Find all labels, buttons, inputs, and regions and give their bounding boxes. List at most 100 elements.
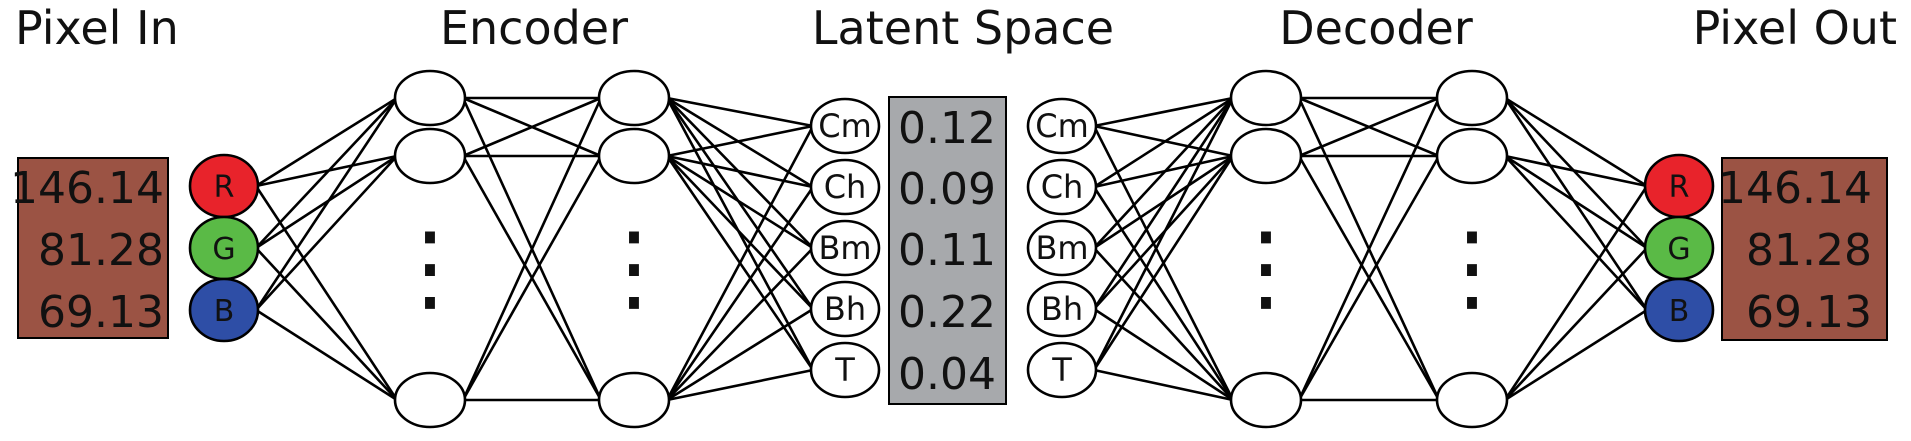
encoder-layer1-node <box>393 371 467 429</box>
network-edge <box>462 96 602 158</box>
network-edge <box>1504 155 1648 311</box>
decoder-layer1-node <box>1229 371 1303 429</box>
network-edge <box>1297 97 1441 401</box>
network-edge <box>666 96 814 128</box>
latent-decoder-cm-label: Cm <box>1035 107 1089 145</box>
encoder-layer2-node <box>597 127 671 185</box>
decoder-layer2-node <box>1435 371 1509 429</box>
latent-encoder-bm-node <box>809 219 881 277</box>
network-edge <box>461 155 603 401</box>
network-edge <box>1298 96 1440 158</box>
latent-encoder-bh-label: Bh <box>824 290 866 328</box>
pixel-in-value-b: 69.13 <box>38 287 164 338</box>
pixel-in-box <box>17 157 169 339</box>
encoder-layer1-ellipsis: ⋮ <box>382 211 478 323</box>
input-b-node <box>188 277 260 343</box>
network-edge <box>1092 97 1235 310</box>
latent-encoder-bh-node <box>809 280 881 338</box>
network-edge <box>255 308 398 402</box>
pixel-out-value-r: 146.14 <box>1718 163 1872 214</box>
latent-value-bm: 0.11 <box>898 225 996 276</box>
latent-value-bh: 0.22 <box>898 287 996 338</box>
latent-space-title: Latent Space <box>812 1 1114 55</box>
latent-value-ch: 0.09 <box>898 164 996 215</box>
network-edge <box>1093 368 1234 402</box>
network-edge <box>666 247 814 401</box>
latent-encoder-ch-node <box>809 158 881 216</box>
latent-decoder-bm-label: Bm <box>1035 229 1088 267</box>
pixel-out-value-b: 69.13 <box>1746 287 1872 338</box>
network-edges <box>254 96 1649 402</box>
latent-encoder-cm-node <box>809 97 881 155</box>
network-edge <box>1092 186 1235 401</box>
network-edge <box>1297 155 1441 401</box>
decoder-layer1-node <box>1229 127 1303 185</box>
network-edge <box>255 154 398 188</box>
network-edge <box>1503 185 1649 401</box>
network-edge <box>665 186 815 401</box>
network-edge <box>1503 97 1649 311</box>
encoder-layer2-node <box>597 69 671 127</box>
pixel-out-value-g: 81.28 <box>1746 225 1872 276</box>
network-edge <box>666 307 814 402</box>
pixel-out-title: Pixel Out <box>1693 1 1897 55</box>
latent-decoder-t-node <box>1026 341 1098 399</box>
network-edge <box>666 124 814 158</box>
pixel-in-value-r: 146.14 <box>10 163 164 214</box>
encoder-layer2-node <box>597 371 671 429</box>
network-edge <box>255 97 398 249</box>
latent-decoder-bm-node <box>1026 219 1098 277</box>
latent-encoder-cm-label: Cm <box>818 107 872 145</box>
output-r-label: R <box>1669 170 1690 205</box>
network-edge <box>666 154 814 189</box>
latent-decoder-t-label: T <box>1051 351 1072 389</box>
pixel-in-value-g: 81.28 <box>38 225 164 276</box>
network-edge <box>1093 97 1234 249</box>
latent-value-t: 0.04 <box>898 349 996 400</box>
network-edge <box>665 125 815 401</box>
decoder-layer2-node <box>1435 69 1509 127</box>
network-edge <box>255 96 398 188</box>
encoder-title: Encoder <box>440 1 628 55</box>
output-b-label: B <box>1669 294 1690 329</box>
network-edge <box>1504 96 1648 188</box>
network-edge <box>666 154 814 250</box>
decoder-layer2-node <box>1435 127 1509 185</box>
network-edge <box>1504 308 1648 402</box>
pixel-in-title: Pixel In <box>15 1 179 55</box>
network-edge <box>1092 155 1235 371</box>
network-edge <box>254 185 399 401</box>
network-edge <box>1093 96 1234 128</box>
pixel-out-box <box>1721 157 1888 341</box>
latent-encoder-t-label: T <box>834 351 855 389</box>
network-edge <box>1093 96 1234 189</box>
latent-decoder-cm-node <box>1026 97 1098 155</box>
network-edge <box>1504 247 1648 401</box>
output-g-label: G <box>1667 232 1690 267</box>
latent-values-box <box>888 96 1007 405</box>
decoder-layer2-ellipsis: ⋮ <box>1424 211 1520 323</box>
latent-value-cm: 0.12 <box>898 103 996 154</box>
latent-decoder-ch-label: Ch <box>1041 168 1084 206</box>
decoder-title: Decoder <box>1279 1 1473 55</box>
network-edge <box>666 368 814 402</box>
latent-encoder-bm-label: Bm <box>818 229 871 267</box>
latent-encoder-t-node <box>809 341 881 399</box>
latent-encoder-ch-label: Ch <box>824 168 867 206</box>
input-r-label: R <box>214 170 235 205</box>
encoder-layer2-ellipsis: ⋮ <box>586 211 682 323</box>
decoder-layer1-node <box>1229 69 1303 127</box>
decoder-layer1-ellipsis: ⋮ <box>1218 211 1314 323</box>
encoder-layer1-node <box>393 69 467 127</box>
network-edge <box>1504 154 1648 250</box>
output-b-node <box>1643 277 1715 343</box>
latent-decoder-bh-label: Bh <box>1041 290 1083 328</box>
input-g-label: G <box>212 232 235 267</box>
input-b-label: B <box>214 294 235 329</box>
network-edge <box>1504 154 1648 188</box>
network-edge <box>461 97 603 401</box>
encoder-layer1-node <box>393 127 467 185</box>
network-edge <box>255 155 398 311</box>
